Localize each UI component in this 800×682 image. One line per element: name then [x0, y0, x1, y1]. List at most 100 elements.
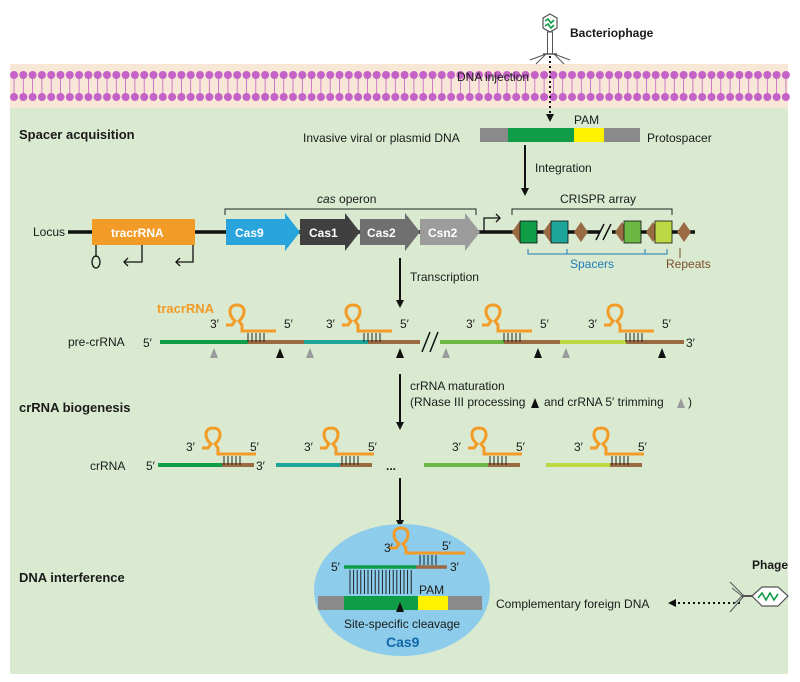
membrane-lipid — [568, 93, 576, 101]
membrane-lipid — [37, 93, 46, 101]
membrane-lipid — [186, 93, 195, 101]
crispr-spacer — [623, 220, 642, 244]
tracr-5prime: 5′ — [400, 317, 410, 331]
trimming-site — [210, 348, 218, 358]
membrane-lipid — [298, 93, 307, 101]
membrane-lipid — [233, 71, 242, 79]
membrane-lipid — [465, 71, 474, 79]
membrane-lipid — [326, 93, 335, 101]
cas9-gene — [226, 213, 300, 251]
membrane-lipid — [56, 93, 65, 101]
section-spacer-acquisition: Spacer acquisition — [19, 127, 135, 142]
membrane-lipid — [540, 71, 549, 79]
membrane-lipid — [493, 93, 502, 101]
membrane-lipid — [661, 71, 669, 79]
membrane-lipid — [726, 93, 735, 101]
membrane-lipid — [614, 93, 623, 101]
membrane-lipid — [363, 93, 372, 101]
tracrrna-hairpin — [482, 303, 532, 333]
membrane-lipid — [642, 71, 651, 79]
membrane-lipid — [521, 71, 530, 79]
membrane-lipid — [400, 93, 409, 101]
cas2-gene — [360, 213, 420, 251]
maturation-label-2: (RNase III processing — [410, 395, 525, 409]
crispr-array — [512, 220, 691, 244]
cas9-pam-label: PAM — [419, 583, 444, 597]
membrane-lipid — [614, 71, 623, 79]
membrane-lipid — [335, 71, 344, 79]
cas9-complex-label: Cas9 — [386, 634, 420, 650]
tracrrna-label: tracrRNA — [157, 301, 215, 316]
membrane-lipid — [781, 71, 790, 79]
membrane-lipid — [47, 71, 56, 79]
maturation-label-1: crRNA maturation — [410, 379, 505, 393]
membrane-lipid — [130, 93, 139, 101]
membrane-lipid — [130, 71, 139, 79]
transcription-label: Transcription — [410, 270, 479, 284]
membrane-lipid — [465, 93, 474, 101]
membrane-band — [10, 64, 788, 108]
membrane-lipid — [177, 93, 186, 101]
membrane-lipid — [428, 93, 437, 101]
membrane-lipid — [56, 71, 65, 79]
membrane-lipid — [168, 71, 177, 79]
membrane-lipid — [781, 93, 790, 101]
membrane-lipid — [251, 93, 260, 101]
membrane-lipid — [363, 71, 372, 79]
tracrrna-hairpin — [342, 303, 392, 333]
trimming-marker — [677, 398, 685, 408]
membrane-lipid — [716, 93, 725, 101]
membrane-lipid — [605, 93, 614, 101]
membrane-lipid — [270, 71, 279, 79]
membrane-lipid — [502, 71, 511, 79]
membrane-lipid — [354, 93, 363, 101]
membrane-lipid — [651, 93, 660, 101]
membrane-lipid — [475, 93, 483, 101]
crrna-5prime: 5′ — [146, 459, 156, 473]
cas9-guide-5prime: 5′ — [442, 539, 452, 553]
membrane-lipid — [447, 93, 456, 101]
crispr-array-label: CRISPR array — [560, 192, 636, 206]
membrane-lipid — [549, 71, 558, 79]
csn2-gene — [420, 213, 480, 251]
cas1-gene-label: Cas1 — [309, 226, 338, 240]
crrna-tracr-5prime: 5′ — [638, 440, 648, 454]
pre-crrna-label: pre-crRNA — [68, 335, 125, 349]
crispr-array-bracket — [511, 208, 673, 215]
dna-injection-label: DNA injection — [457, 70, 529, 84]
tracr-3prime: 3′ — [210, 317, 220, 331]
membrane-lipid — [279, 71, 288, 79]
trimming-site — [442, 348, 450, 358]
membrane-lipid — [419, 71, 428, 79]
crrna-label: crRNA — [90, 459, 125, 473]
tracrrna-hairpin — [320, 426, 374, 456]
tracrrna-hairpin — [202, 426, 256, 456]
csn2-gene-label: Csn2 — [428, 226, 458, 240]
crispr-repeat — [574, 222, 588, 242]
membrane-lipid — [744, 93, 753, 101]
spacers-label: Spacers — [570, 257, 614, 271]
membrane-lipid — [65, 93, 74, 101]
rnase-iii-site — [396, 348, 404, 358]
cas9-guide-rna — [344, 526, 465, 594]
crispr-spacer — [519, 220, 538, 244]
tracr-5prime: 5′ — [284, 317, 294, 331]
membrane-lipid — [205, 93, 214, 101]
membrane-lipid — [428, 71, 437, 79]
cas9-complex-ellipse — [314, 524, 490, 656]
membrane-lipid — [437, 71, 446, 79]
tracr-3prime: 3′ — [466, 317, 476, 331]
membrane-lipid — [633, 71, 642, 79]
membrane-lipid — [10, 93, 18, 101]
membrane-lipid — [530, 93, 539, 101]
membrane-lipid — [521, 93, 530, 101]
tracr-3prime: 3′ — [326, 317, 336, 331]
membrane-lipid — [568, 71, 576, 79]
section-dna-interference: DNA interference — [19, 570, 125, 585]
trimming-site — [306, 348, 314, 358]
membrane-lipid — [716, 71, 725, 79]
membrane-lipid — [493, 71, 502, 79]
tracr-5prime: 5′ — [540, 317, 550, 331]
locus-break — [595, 223, 605, 241]
